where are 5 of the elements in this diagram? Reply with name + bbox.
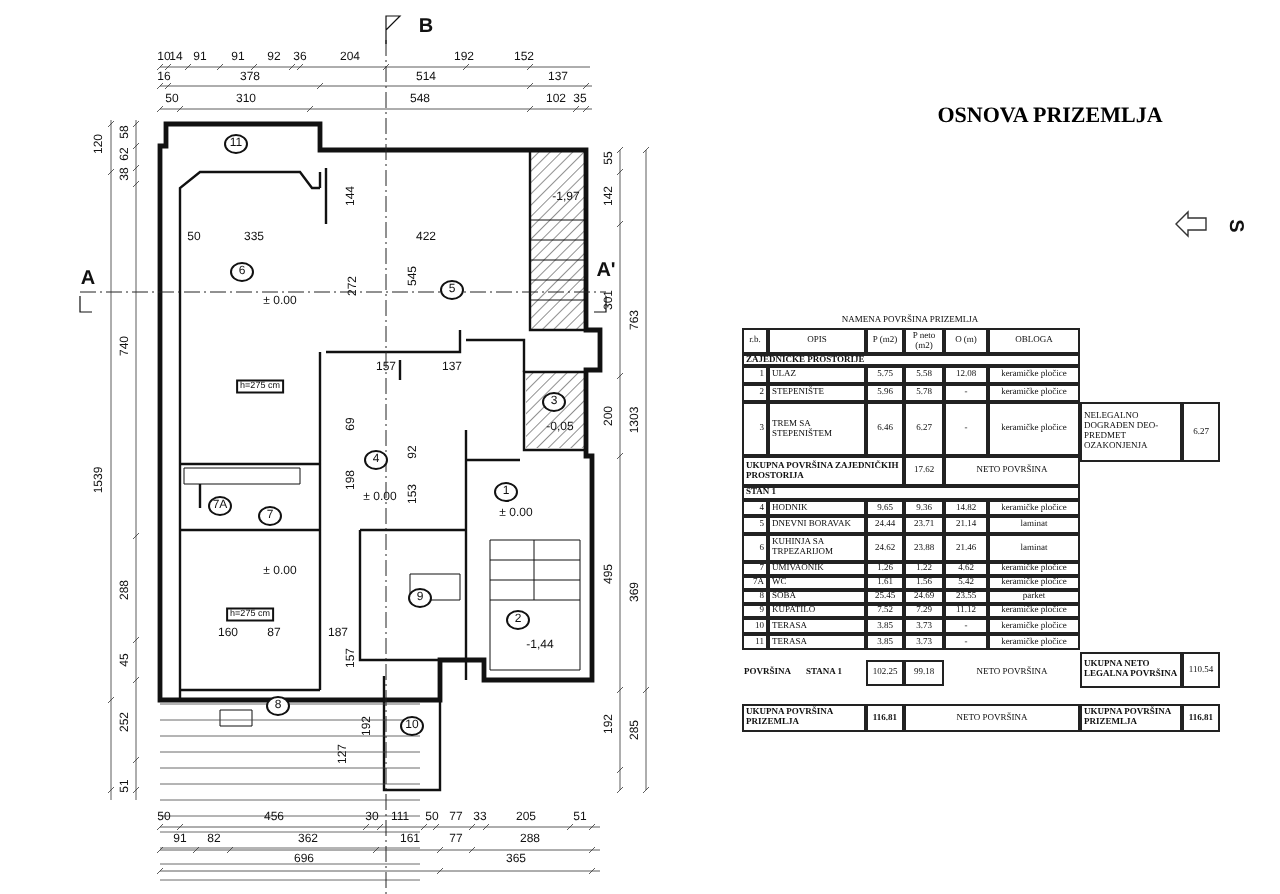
section-letter: B — [418, 18, 434, 38]
section-letter: A — [80, 270, 96, 290]
drawing-title: OSNOVA PRIZEMLJA — [935, 104, 1165, 128]
compass-letter: S — [1224, 219, 1244, 233]
section-letter: A' — [596, 262, 616, 282]
